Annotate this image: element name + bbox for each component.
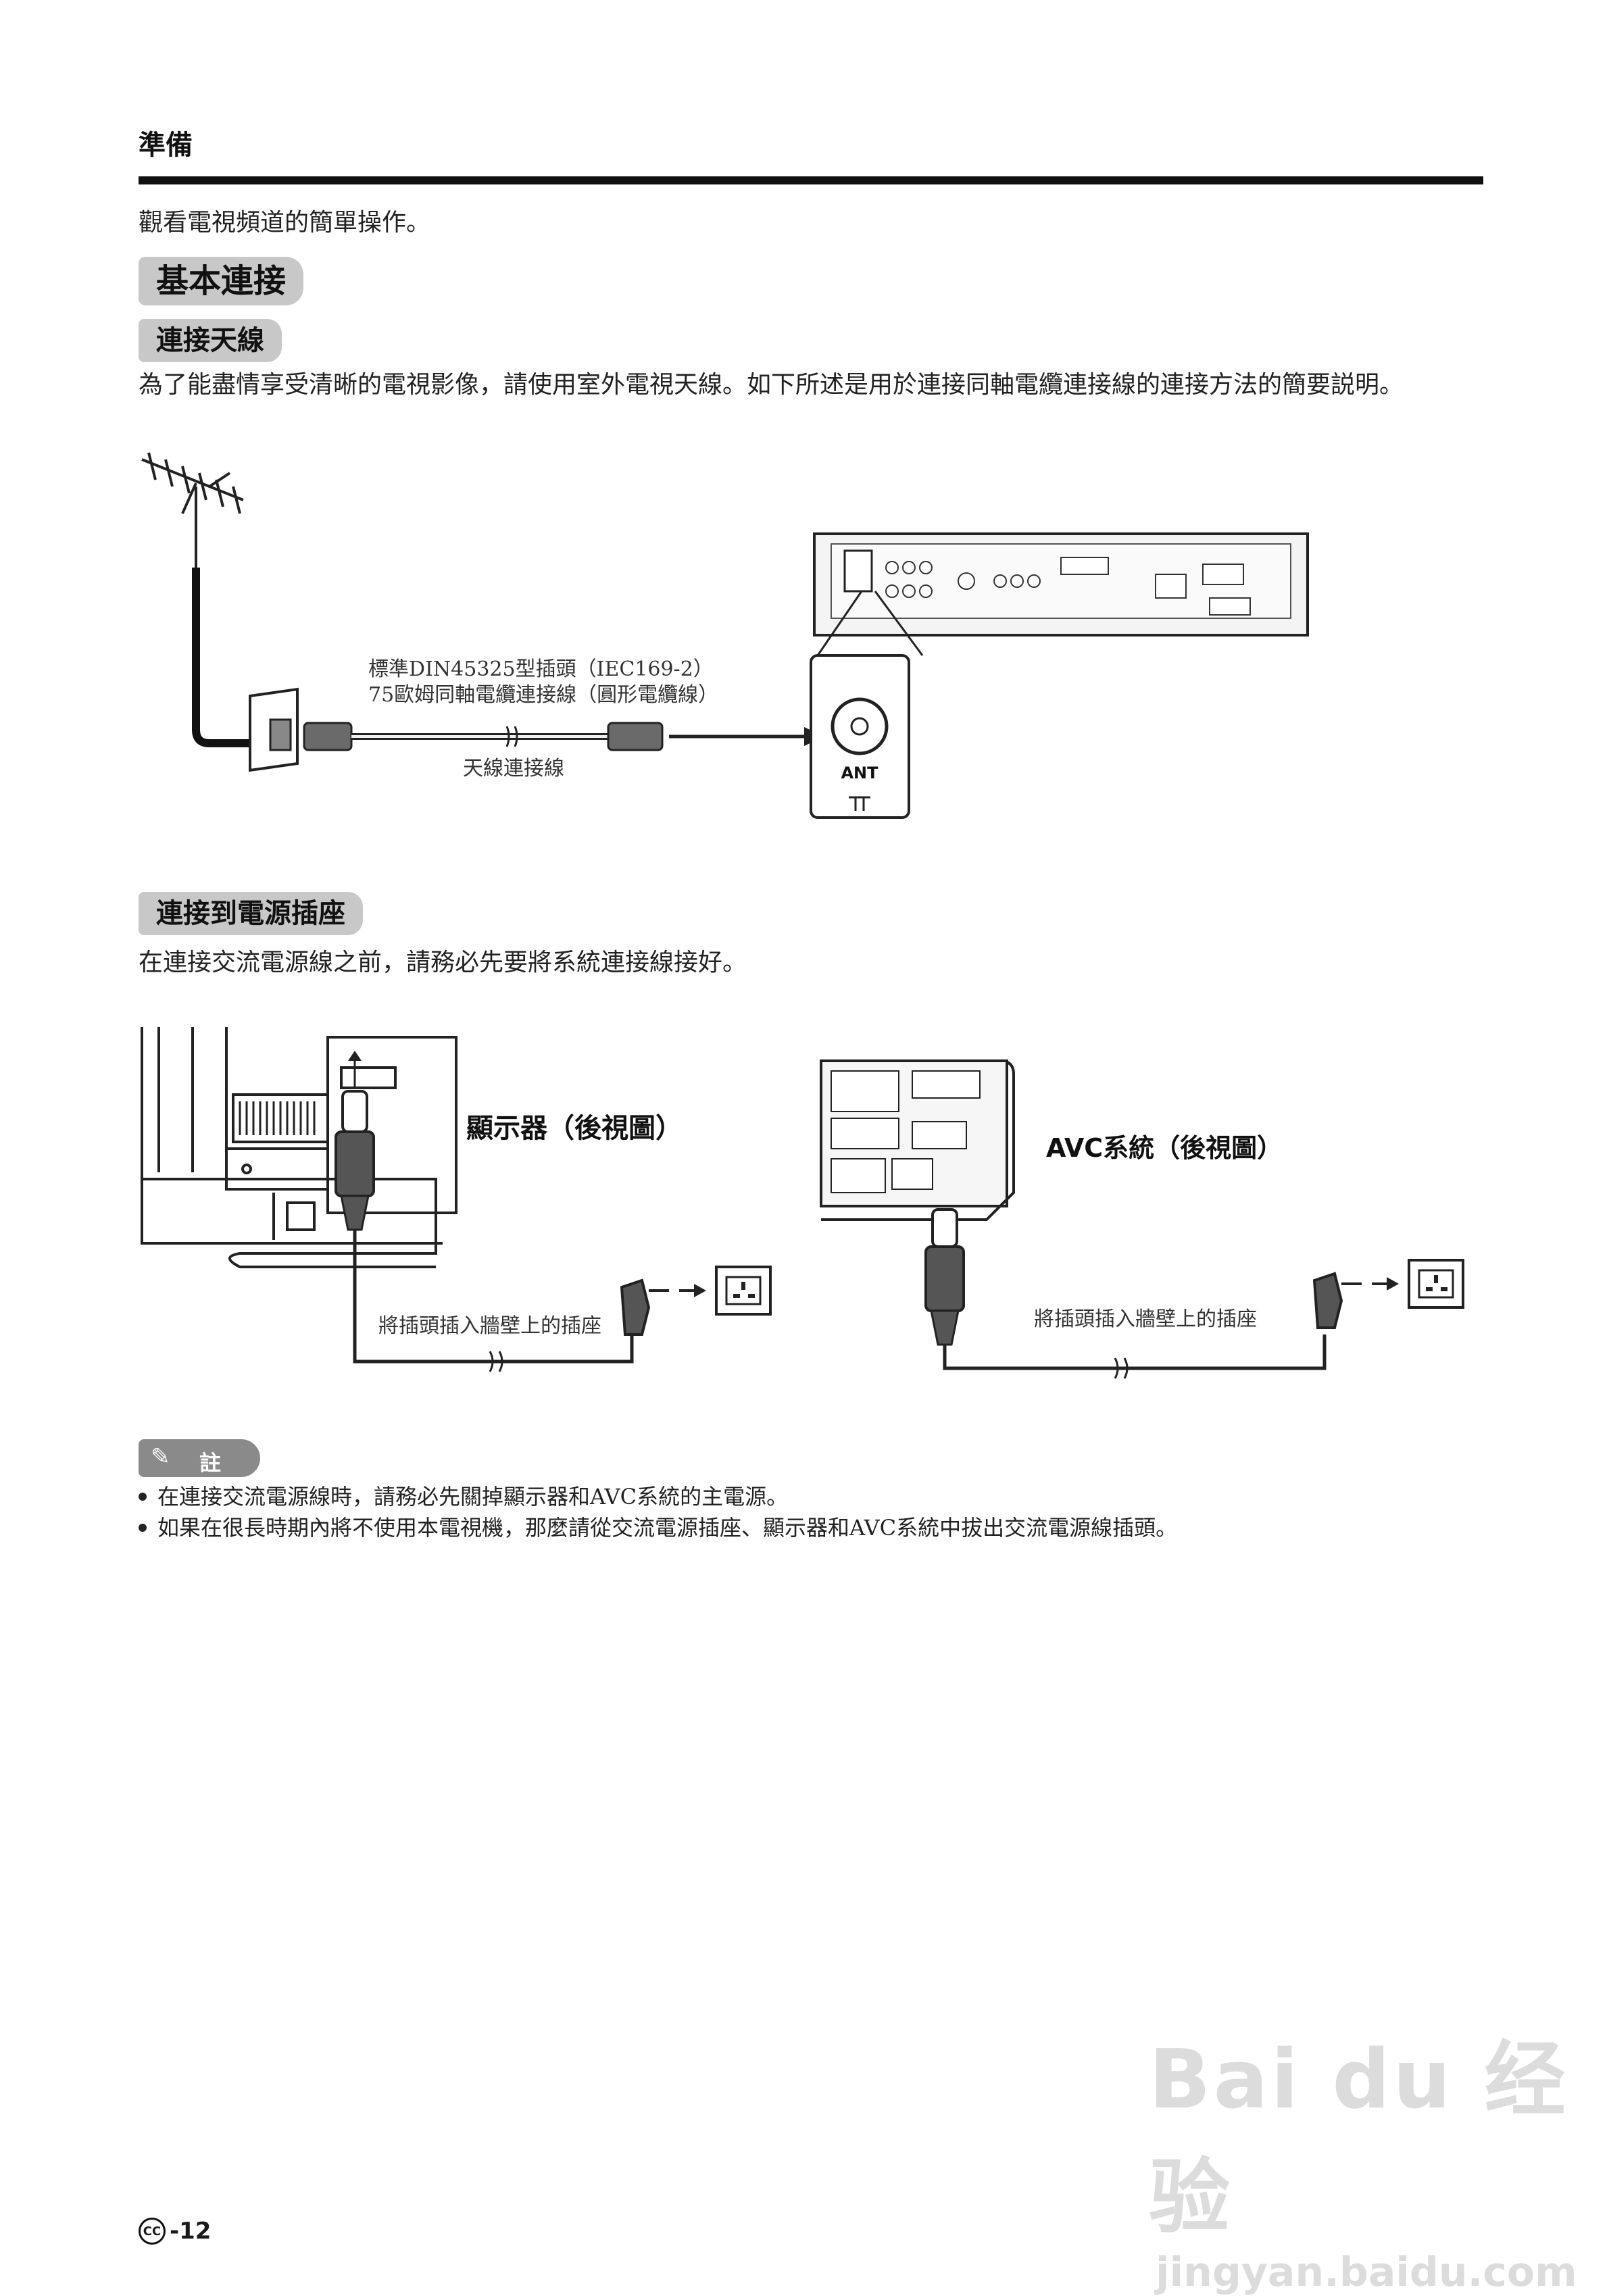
note-item: 在連接交流電源線時，請務必先關掉顯示器和AVC系統的主電源。 [139,1481,1177,1512]
antenna-title: 連接天線 [139,319,282,362]
page-footer: CC -12 [139,2218,211,2245]
outlet-label-left: 將插頭插入牆壁上的插座 [378,1314,601,1338]
avc-rear-label: AVC系統（後視圖） [1046,1133,1283,1163]
note-title: 註 [199,1450,222,1476]
antenna-heading: 連接天線 [139,319,282,362]
avc-power-diagram [820,1059,1464,1379]
bullet-icon [139,1524,147,1532]
power-description: 在連接交流電源線之前，請務必先要將系統連接線接好。 [139,949,747,976]
avc-rear-panel-icon [820,1059,1015,1221]
cc-icon: CC [139,2218,166,2245]
coax-cable-icon [303,722,824,751]
baidu-watermark: Bai du 经验 jingyan.baidu.com [1149,2014,1609,2296]
page-number: -12 [170,2218,212,2245]
ant-terminal-icon [810,654,910,819]
header-rule [139,176,1483,184]
display-power-cord-icon [335,1051,706,1372]
watermark-brand: Bai du 经验 [1149,2033,1568,2245]
note-list: 在連接交流電源線時，請務必先關掉顯示器和AVC系統的主電源。 如果在很長時期內將… [139,1481,1177,1543]
antenna-description: 為了能盡情享受清晰的電視影像，請使用室外電視天線。如下所述是用於連接同軸電纜連接… [139,371,1404,399]
display-rear-panel-icon [141,1027,457,1268]
display-rear-label: 顯示器（後視圖） [466,1113,683,1144]
display-power-diagram [141,1027,772,1372]
wall-outlet-icon-right [1408,1259,1464,1309]
wall-outlet-icon-left [715,1266,772,1316]
watermark-url: jingyan.baidu.com [1156,2249,1577,2296]
intro-text: 觀看電視頻道的簡單操作。 [139,209,431,236]
wall-antenna-socket-icon [249,687,299,772]
note-item: 如果在很長時期內將不使用本電視機，那麼請從交流電源插座、顯示器和AVC系統中拔出… [139,1512,1177,1543]
basic-connection-title: 基本連接 [139,257,304,305]
power-title: 連接到電源插座 [139,892,363,935]
avc-system-rear-panel-icon [813,532,1309,637]
plug-label-line1: 標準DIN45325型插頭（IEC169-2） [368,657,714,681]
power-heading: 連接到電源插座 [139,892,363,935]
plug-label-line2: 75歐姆同軸電纜連接線（圓形電纜線） [368,683,719,707]
outlet-label-right: 將插頭插入牆壁上的插座 [1034,1307,1257,1331]
section-header: 準備 [139,130,193,161]
basic-connection-heading: 基本連接 [139,257,304,305]
avc-power-cord-icon [924,1208,1399,1379]
antenna-connection-diagram: ANT [141,452,1309,819]
outdoor-antenna-icon [141,452,244,568]
ant-label: ANT [841,764,878,782]
paperclip-icon: ✎ [151,1443,170,1470]
bullet-icon [139,1493,147,1501]
antenna-cable-label: 天線連接線 [463,757,564,780]
note-heading: ✎ 註 [139,1439,260,1477]
